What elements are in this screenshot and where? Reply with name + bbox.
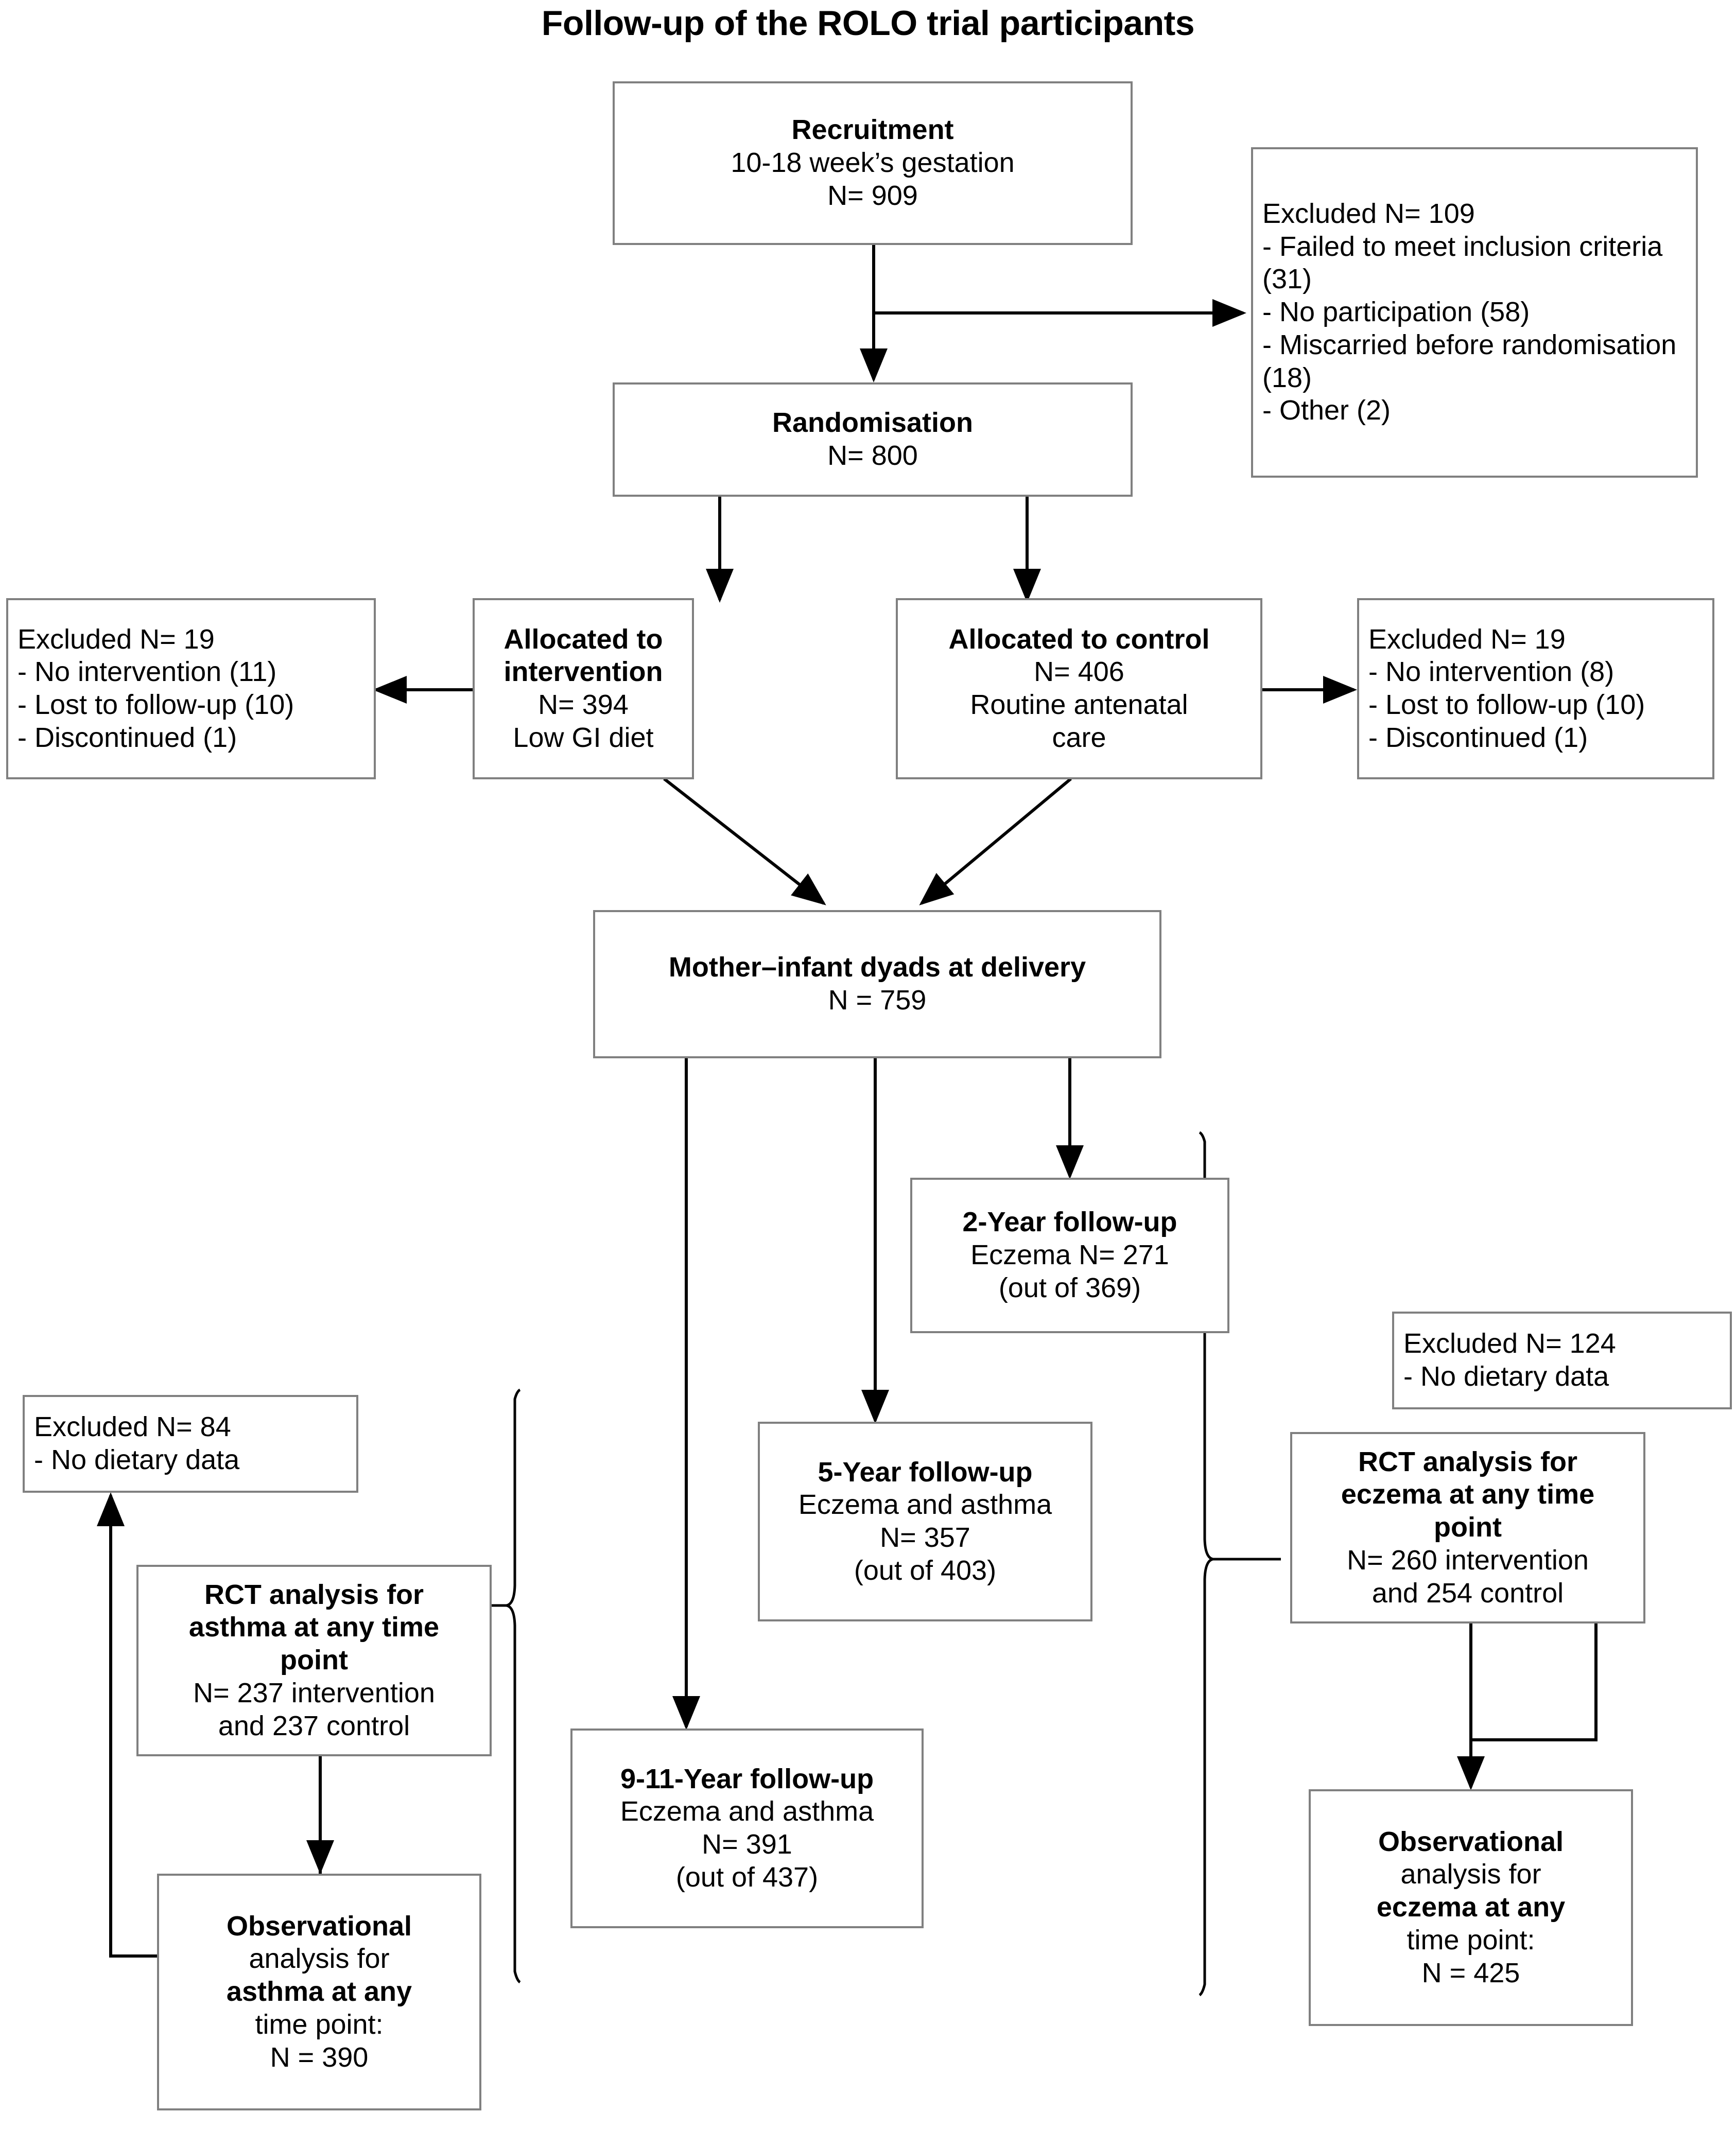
allocated-intervention-line1: Allocated to: [504, 623, 663, 655]
excluded19right-line1: Excluded N= 19: [1368, 623, 1566, 655]
rct-asthma-line4: N= 237 intervention: [193, 1677, 435, 1708]
followup5y-line2: Eczema and asthma: [798, 1489, 1052, 1521]
excluded124-line1: Excluded N= 124: [1403, 1328, 1616, 1359]
rct-eczema-line1: RCT analysis for: [1358, 1446, 1578, 1477]
followup911y-line2: Eczema and asthma: [620, 1796, 874, 1827]
node-excluded-124[interactable]: Excluded N= 124 - No dietary data: [1392, 1312, 1732, 1409]
node-excluded-109[interactable]: Excluded N= 109 - Failed to meet inclusi…: [1251, 147, 1698, 478]
followup5y-line4: (out of 403): [854, 1555, 997, 1586]
recruitment-line2: 10-18 week’s gestation: [731, 147, 1015, 179]
allocated-intervention-line3: N= 394: [538, 689, 629, 720]
obs-eczema-line4: time point:: [1407, 1924, 1535, 1956]
dyads-line1: Mother–infant dyads at delivery: [668, 952, 1086, 983]
dyads-line2: N = 759: [828, 985, 927, 1016]
recruitment-line1: Recruitment: [791, 114, 954, 146]
rct-eczema-line3: point: [1434, 1512, 1502, 1543]
obs-asthma-line4: time point:: [255, 2009, 384, 2040]
excluded19right-line3: - Lost to follow-up (10): [1368, 689, 1645, 720]
excluded19left-line2: - No intervention (11): [18, 656, 277, 688]
excluded19left-line1: Excluded N= 19: [18, 623, 215, 655]
rct-asthma-line3: point: [280, 1645, 348, 1676]
allocated-control-line3: Routine antenatal: [970, 689, 1188, 720]
excluded109-line4: - Miscarried before randomisation (18): [1262, 329, 1677, 393]
excluded84-line2: - No dietary data: [34, 1444, 240, 1475]
page-title: Follow-up of the ROLO trial participants: [541, 4, 1195, 43]
rct-asthma-line5: and 237 control: [218, 1710, 410, 1741]
allocated-control-line4: care: [1052, 722, 1106, 753]
excluded19right-line4: - Discontinued (1): [1368, 722, 1588, 753]
node-followup-9-11y[interactable]: 9-11-Year follow-up Eczema and asthma N=…: [570, 1729, 924, 1928]
allocated-control-line2: N= 406: [1034, 656, 1124, 688]
followup2y-line2: Eczema N= 271: [970, 1239, 1169, 1271]
excluded109-line5: - Other (2): [1262, 395, 1391, 426]
node-followup-2y[interactable]: 2-Year follow-up Eczema N= 271 (out of 3…: [910, 1178, 1229, 1333]
rct-eczema-line4: N= 260 intervention: [1347, 1544, 1589, 1576]
rct-asthma-line2: asthma at any time: [188, 1612, 440, 1643]
node-allocated-intervention[interactable]: Allocated to intervention N= 394 Low GI …: [473, 598, 694, 779]
recruitment-line3: N= 909: [827, 180, 918, 211]
node-excluded-19-right[interactable]: Excluded N= 19 - No intervention (8) - L…: [1357, 598, 1714, 779]
rct-eczema-line5: and 254 control: [1372, 1577, 1564, 1609]
node-rct-asthma[interactable]: RCT analysis for asthma at any time poin…: [136, 1565, 492, 1756]
obs-asthma-line3: asthma at any: [226, 1976, 412, 2007]
obs-asthma-line2: analysis for: [249, 1943, 390, 1975]
excluded84-line1: Excluded N= 84: [34, 1411, 231, 1443]
excluded124-line2: - No dietary data: [1403, 1361, 1609, 1392]
node-obs-asthma[interactable]: Observational analysis for asthma at any…: [157, 1874, 481, 2110]
followup5y-line3: N= 357: [880, 1522, 970, 1553]
edge-control-to-dyads: [919, 777, 1072, 905]
followup911y-line4: (out of 437): [675, 1861, 819, 1893]
node-excluded-84[interactable]: Excluded N= 84 - No dietary data: [23, 1395, 358, 1493]
allocated-intervention-line4: Low GI diet: [513, 722, 654, 753]
rct-asthma-line1: RCT analysis for: [204, 1579, 424, 1610]
excluded19left-line3: - Lost to follow-up (10): [18, 689, 294, 720]
edge-intervention-to-dyads: [663, 777, 826, 905]
excluded19right-line2: - No intervention (8): [1368, 656, 1615, 688]
randomisation-line2: N= 800: [827, 440, 918, 471]
followup2y-line1: 2-Year follow-up: [962, 1207, 1177, 1238]
rct-eczema-line2: eczema at any time: [1341, 1479, 1595, 1510]
obs-eczema-line3: eczema at any: [1376, 1892, 1566, 1923]
randomisation-line1: Randomisation: [772, 407, 974, 439]
allocated-control-line1: Allocated to control: [948, 623, 1210, 655]
node-followup-5y[interactable]: 5-Year follow-up Eczema and asthma N= 35…: [758, 1422, 1092, 1621]
excluded109-line1: Excluded N= 109: [1262, 198, 1475, 229]
allocated-intervention-line2: intervention: [504, 656, 663, 688]
node-dyads[interactable]: Mother–infant dyads at delivery N = 759: [593, 910, 1161, 1058]
obs-asthma-line5: N = 390: [270, 2041, 369, 2073]
followup2y-line3: (out of 369): [998, 1272, 1141, 1303]
node-obs-eczema[interactable]: Observational analysis for eczema at any…: [1309, 1789, 1633, 2026]
obs-eczema-line5: N = 425: [1421, 1957, 1520, 1988]
excluded109-line2: - Failed to meet inclusion criteria (31): [1262, 231, 1663, 295]
obs-asthma-line1: Observational: [226, 1910, 412, 1942]
node-randomisation[interactable]: Randomisation N= 800: [613, 382, 1133, 497]
node-recruitment[interactable]: Recruitment 10-18 week’s gestation N= 90…: [613, 81, 1133, 245]
obs-eczema-line1: Observational: [1378, 1826, 1564, 1857]
excluded109-line3: - No participation (58): [1262, 296, 1530, 328]
excluded19left-line4: - Discontinued (1): [18, 722, 237, 753]
node-allocated-control[interactable]: Allocated to control N= 406 Routine ante…: [896, 598, 1262, 779]
obs-eczema-line2: analysis for: [1400, 1859, 1541, 1890]
left-grouping-brace: [506, 1388, 521, 1984]
followup911y-line3: N= 391: [702, 1829, 792, 1860]
node-excluded-19-left[interactable]: Excluded N= 19 - No intervention (11) - …: [6, 598, 376, 779]
followup5y-line1: 5-Year follow-up: [818, 1456, 1033, 1488]
followup911y-line1: 9-11-Year follow-up: [620, 1763, 874, 1794]
node-rct-eczema[interactable]: RCT analysis for eczema at any time poin…: [1290, 1432, 1645, 1623]
